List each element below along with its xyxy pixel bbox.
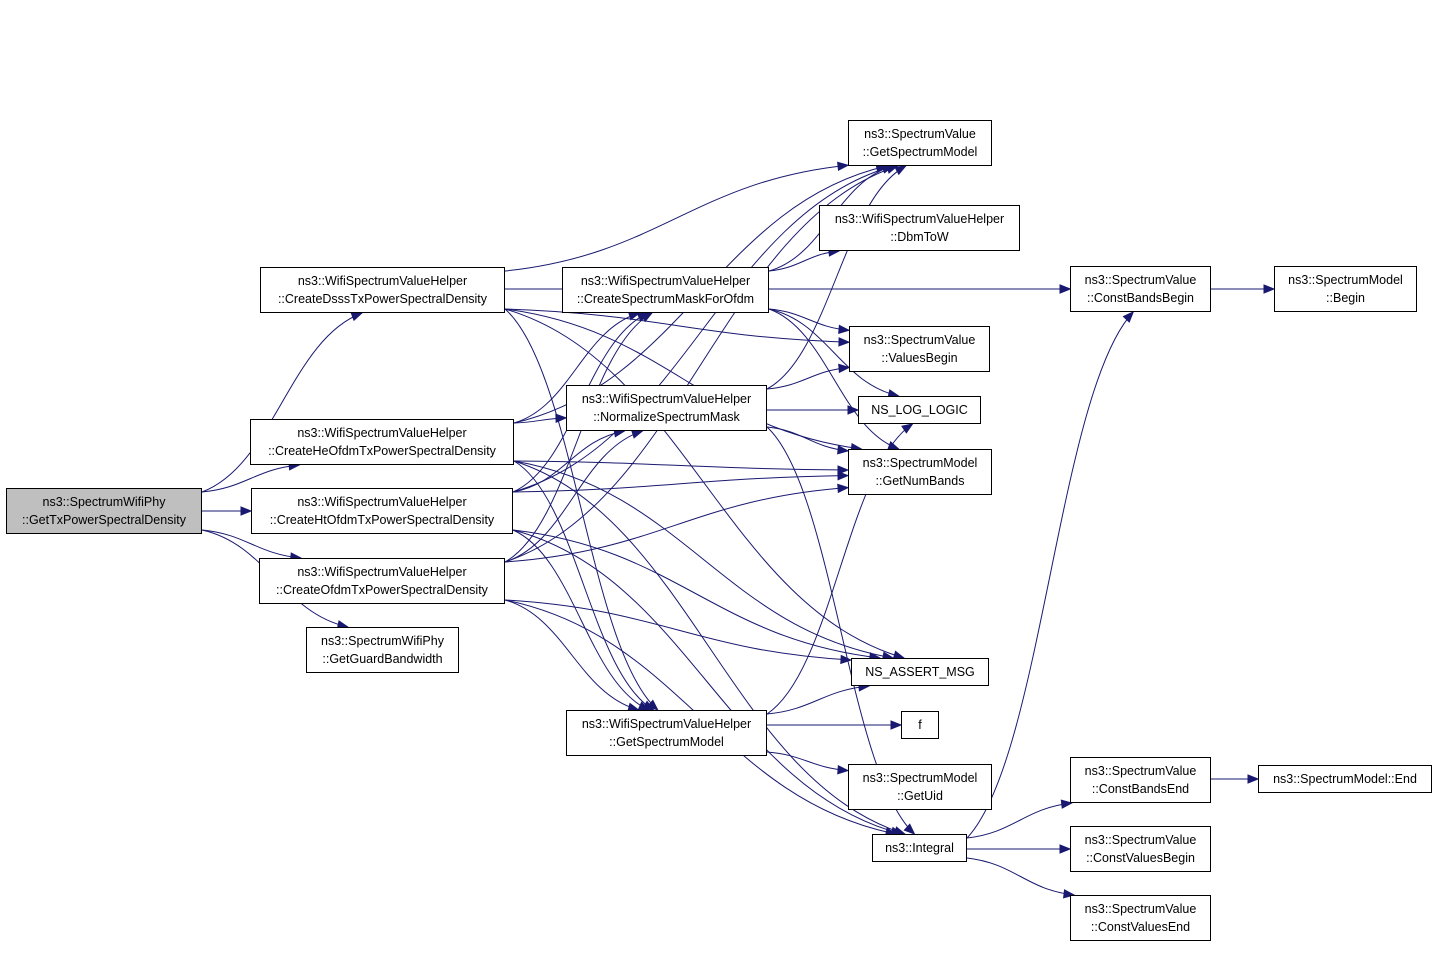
edge-arrowhead-mask-to-cbb <box>1059 284 1072 294</box>
node-constbandsend[interactable]: ns3::SpectrumValue::ConstBandsEnd <box>1070 757 1211 803</box>
node-spectrumwifiphy-gettxpowerspectraldensity: ns3::SpectrumWifiPhy::GetTxPowerSpectral… <box>6 488 202 534</box>
edge-ofdm-to-assert <box>504 599 852 661</box>
node-createspectrummaskforofdm[interactable]: ns3::WifiSpectrumValueHelper::CreateSpec… <box>562 267 769 313</box>
edge-arrowhead-dsss-to-svgsm <box>837 161 850 171</box>
edge-ofdm-to-svgsm <box>504 165 898 563</box>
edge-arrowhead-norm-to-nslog <box>847 405 860 415</box>
edge-arrowhead-heofdm-to-numb <box>837 465 850 475</box>
edge-mask-to-numb <box>768 308 899 450</box>
edge-mask-to-dbm <box>768 250 840 272</box>
edge-arrowhead-heofdm-to-norm <box>555 413 568 423</box>
edge-ofdm-to-numb <box>504 487 849 563</box>
edge-arrowhead-ofdm-to-numb <box>837 483 850 494</box>
edge-arrowhead-norm-to-numb <box>837 445 850 455</box>
edge-htofdm-to-numb <box>512 475 849 493</box>
edge-integral-to-cbb <box>966 311 1134 839</box>
node-createofdmtxpowerspectraldensity[interactable]: ns3::WifiSpectrumValueHelper::CreateOfdm… <box>259 558 505 604</box>
node-getnumbands[interactable]: ns3::SpectrumModel::GetNumBands <box>848 449 992 495</box>
node-spectrummodel-begin[interactable]: ns3::SpectrumModel::Begin <box>1274 266 1417 312</box>
edge-arrowhead-dsss-to-vbegin <box>838 337 851 347</box>
edge-htofdm-to-svgsm <box>512 165 894 493</box>
node-getuid[interactable]: ns3::SpectrumModel::GetUid <box>848 764 992 810</box>
edge-arrowhead-norm-to-svgsm <box>894 165 907 176</box>
edge-gsm-to-nslog <box>766 423 913 715</box>
edge-integral-to-cve <box>966 857 1075 896</box>
edge-norm-to-svgsm <box>766 165 906 390</box>
edge-ofdm-to-norm <box>504 430 643 563</box>
edge-heofdm-to-integral <box>513 460 905 835</box>
node-normalizespectrummask[interactable]: ns3::WifiSpectrumValueHelper::NormalizeS… <box>566 385 767 431</box>
edge-heofdm-to-assert <box>513 460 894 659</box>
edge-root-to-dsss <box>201 312 363 493</box>
edge-dsss-to-svgsm <box>504 164 849 272</box>
edge-ofdm-to-mask <box>504 312 653 563</box>
node-f[interactable]: f <box>901 711 939 739</box>
node-wifispectrumvaluehelper-getspectrummodel[interactable]: ns3::WifiSpectrumValueHelper::GetSpectru… <box>566 710 767 756</box>
edge-arrowhead-root-to-htofdm <box>240 506 253 516</box>
edge-arrowhead-integral-to-cbe <box>1060 799 1074 809</box>
edge-htofdm-to-integral <box>512 529 902 835</box>
edge-arrowhead-root-to-dsss <box>350 312 364 322</box>
edge-arrowhead-gsm-to-nslog <box>901 423 914 434</box>
edge-arrowhead-cbb-to-smbegin <box>1263 284 1276 294</box>
edge-dsss-to-gsm <box>504 308 659 711</box>
node-integral[interactable]: ns3::Integral <box>872 834 967 862</box>
edge-root-to-ofdm <box>201 529 301 559</box>
edge-arrowhead-gsm-to-uid <box>837 765 850 775</box>
edge-heofdm-to-gsm <box>513 460 654 711</box>
node-createheofdmtxpowerspectraldensity[interactable]: ns3::WifiSpectrumValueHelper::CreateHeOf… <box>250 419 514 465</box>
node-spectrumvalue-getspectrummodel[interactable]: ns3::SpectrumValue::GetSpectrumModel <box>848 120 992 166</box>
edge-arrowhead-integral-to-cbb <box>1122 311 1135 323</box>
node-ns-assert-msg[interactable]: NS_ASSERT_MSG <box>851 658 989 686</box>
edge-arrowhead-integral-to-cvb <box>1059 844 1072 854</box>
node-spectrummodel-end[interactable]: ns3::SpectrumModel::End <box>1258 765 1432 793</box>
edge-mask-to-nslog <box>768 308 899 397</box>
edge-arrowhead-norm-to-integral <box>903 823 916 835</box>
edge-dsss-to-vbegin <box>504 308 850 343</box>
node-constvaluesbegin[interactable]: ns3::SpectrumValue::ConstValuesBegin <box>1070 826 1211 872</box>
edge-ofdm-to-gsm <box>504 599 639 711</box>
node-getguardbandwidth[interactable]: ns3::SpectrumWifiPhy::GetGuardBandwidth <box>306 627 459 673</box>
edge-root-to-heofdm <box>201 464 300 493</box>
edge-gsm-to-assert <box>766 685 870 715</box>
edge-arrowhead-integral-to-cve <box>1063 889 1076 899</box>
edge-arrowhead-norm-to-vbegin <box>838 363 851 374</box>
edge-arrowhead-mask-to-vbegin <box>838 324 851 335</box>
edge-norm-to-numb <box>766 426 849 452</box>
node-constvaluesend[interactable]: ns3::SpectrumValue::ConstValuesEnd <box>1070 895 1211 941</box>
node-createhtofdmtxpowerspectraldensity[interactable]: ns3::WifiSpectrumValueHelper::CreateHtOf… <box>251 488 513 534</box>
edge-arrowhead-htofdm-to-numb <box>837 470 850 481</box>
edge-arrowhead-cbe-to-smend <box>1247 774 1260 784</box>
node-dbmtow[interactable]: ns3::WifiSpectrumValueHelper::DbmToW <box>819 205 1020 251</box>
edge-gsm-to-uid <box>766 751 849 772</box>
node-valuesbegin[interactable]: ns3::SpectrumValue::ValuesBegin <box>849 326 990 372</box>
edge-arrowhead-htofdm-to-gsm <box>637 701 651 711</box>
edge-htofdm-to-gsm <box>512 529 650 711</box>
edge-arrowhead-ofdm-to-assert <box>840 654 853 665</box>
edge-norm-to-vbegin <box>766 366 850 390</box>
edge-integral-to-cbe <box>966 802 1072 839</box>
edge-htofdm-to-assert <box>512 529 880 659</box>
edge-arrowhead-ofdm-to-mask <box>640 312 654 323</box>
edge-dsss-to-assert <box>504 308 905 659</box>
node-constbandsbegin[interactable]: ns3::SpectrumValue::ConstBandsBegin <box>1070 266 1211 312</box>
edge-arrowhead-ofdm-to-norm <box>630 429 644 439</box>
edge-arrowhead-gsm-to-f <box>890 720 903 730</box>
edge-heofdm-to-mask <box>513 312 640 424</box>
node-ns-log-logic[interactable]: NS_LOG_LOGIC <box>858 396 981 424</box>
node-createdssstxpowerspectraldensity[interactable]: ns3::WifiSpectrumValueHelper::CreateDsss… <box>260 267 505 313</box>
